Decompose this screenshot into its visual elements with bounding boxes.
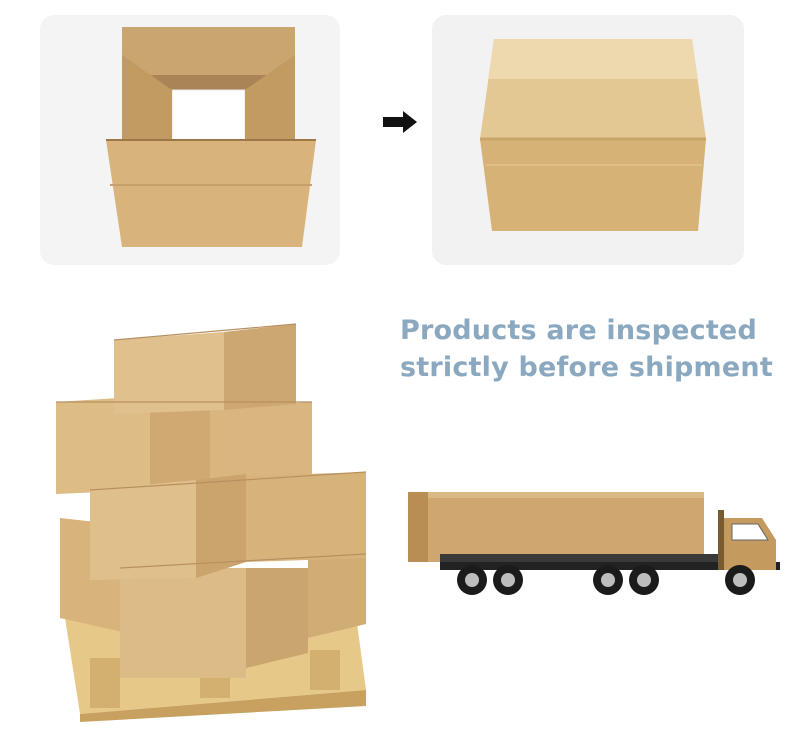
right-arrow-icon [383, 111, 417, 133]
truck-illustration [408, 492, 780, 595]
open-box-photo [40, 15, 340, 265]
headline-line-2: strictly before shipment [400, 352, 773, 383]
pallet-stack-illustration [56, 323, 367, 722]
delivery-truck-photo [400, 470, 785, 605]
open-box-illustration [106, 27, 316, 247]
sealed-box-photo [432, 15, 744, 265]
pallet-boxes-photo [50, 318, 380, 723]
headline-line-1: Products are inspected [400, 315, 757, 346]
sealed-box-illustration [480, 39, 706, 231]
shipment-headline: Products are inspected strictly before s… [400, 312, 780, 386]
